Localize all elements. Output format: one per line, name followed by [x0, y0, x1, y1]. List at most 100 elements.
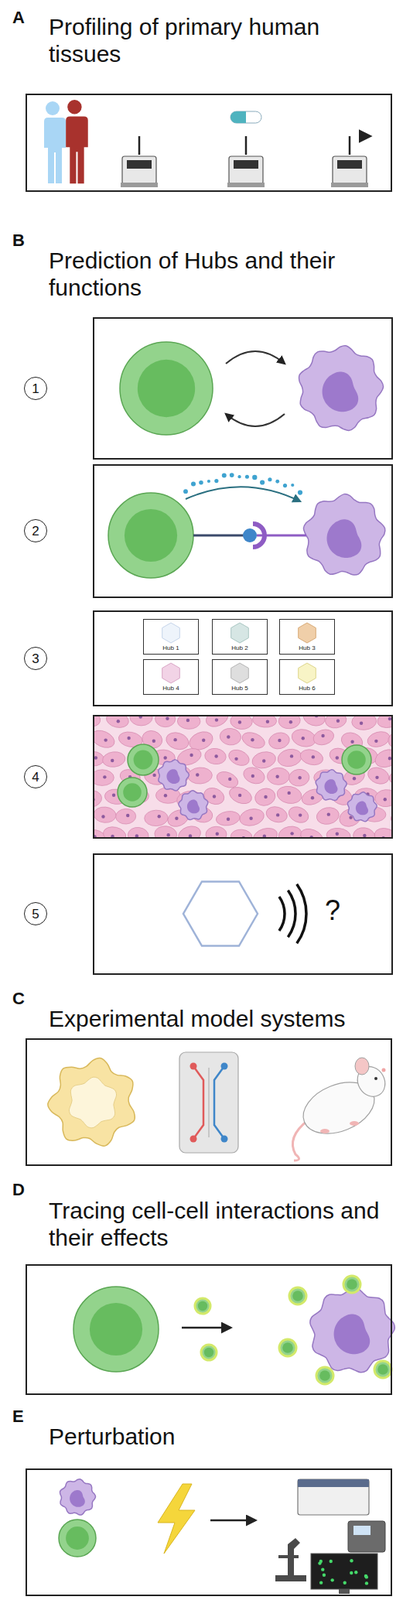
question-mark: ?: [324, 894, 341, 926]
tissue-nucleus: [188, 833, 192, 837]
panel-frame: [25, 93, 393, 192]
tissue-cell: [287, 768, 311, 788]
imaging-spot: [349, 1570, 353, 1575]
green-cell: [289, 1287, 307, 1305]
tissue-nucleus: [310, 835, 314, 837]
cell-nucleus: [327, 519, 362, 558]
tissue-nucleus: [320, 734, 325, 738]
step-number: 3: [23, 646, 48, 670]
mouse-ear: [355, 1057, 369, 1075]
tissue-cell: [204, 747, 228, 765]
tissue-nucleus: [262, 834, 267, 837]
tissue-nucleus: [94, 797, 96, 801]
tissue-nucleus: [152, 773, 156, 777]
tissue-cell: [229, 716, 253, 731]
green-cell: [58, 1519, 96, 1557]
cell-nucleus: [187, 799, 200, 814]
tissue-nucleus: [214, 754, 218, 758]
tissue-nucleus: [186, 718, 190, 722]
panel-title: Perturbation: [48, 1423, 393, 1451]
step-number: 1: [23, 376, 48, 400]
mouse-tail: [292, 1120, 308, 1161]
hub-label: Hub 1: [162, 645, 179, 652]
tissue-cell: [102, 750, 127, 769]
sequencer: [297, 1478, 369, 1515]
hub-hexagon: [231, 622, 250, 643]
cell-nucleus: [324, 778, 338, 794]
tissue-nucleus: [250, 737, 254, 741]
cell-nucleus: [122, 782, 142, 802]
tissue-nucleus: [195, 772, 199, 776]
tissue-cell: [203, 716, 231, 730]
secreted-factor: [191, 481, 196, 486]
tissue-nucleus: [226, 734, 230, 738]
secreted-factor: [275, 479, 280, 484]
secreted-factor: [229, 472, 235, 478]
timepoint-tick: [245, 136, 248, 155]
cell-nucleus: [334, 1313, 371, 1354]
tissue-nucleus: [297, 775, 301, 779]
sequencer: [228, 156, 263, 185]
tissue-cell: [325, 826, 352, 837]
interaction-arrow: [225, 413, 285, 427]
tissue-cell: [300, 716, 327, 728]
tissue-cell: [176, 822, 203, 837]
tissue-nucleus: [157, 814, 161, 818]
tissue-cell: [375, 716, 392, 730]
mouse-foot: [320, 1128, 330, 1134]
step-label: 5: [31, 907, 39, 921]
sequencer-screen: [233, 160, 259, 169]
step-number: 5: [23, 901, 48, 926]
imaging-spot: [319, 1580, 323, 1584]
secreted-factor: [267, 477, 272, 482]
tissue-cell: [101, 824, 127, 837]
hub-hexagon: [298, 662, 317, 683]
panel-frame: [93, 464, 393, 598]
tissue: [94, 716, 392, 837]
tissue-nucleus: [215, 832, 219, 836]
signal-wave: [297, 884, 307, 944]
sequencer: [332, 156, 367, 185]
tissue-nucleus: [126, 736, 130, 740]
signal-wave: [287, 890, 296, 937]
cell-nucleus: [65, 1526, 89, 1550]
cell-nucleus: [69, 1489, 86, 1507]
hub-hexagon: [298, 622, 317, 643]
tissue-nucleus: [228, 777, 232, 781]
tissue-cell: [324, 716, 348, 730]
tissue-nucleus: [383, 797, 387, 801]
sequencer-band: [297, 1478, 369, 1487]
secreted-factor: [290, 483, 294, 487]
tissue-cell: [241, 764, 267, 786]
cell-nucleus: [355, 801, 369, 816]
tissue-nucleus: [94, 755, 98, 759]
person-figure: [43, 101, 66, 184]
chip-channel: [214, 1065, 225, 1139]
tissue-cell: [266, 730, 291, 751]
cell-nucleus: [292, 1290, 304, 1301]
tissue-cell: [126, 826, 150, 837]
sequencer-screen: [337, 160, 362, 169]
tissue-nucleus: [311, 754, 315, 759]
chip-channel: [193, 1065, 204, 1139]
tissue-nucleus: [126, 813, 130, 817]
green-cell: [316, 1366, 334, 1384]
monitor: [310, 1553, 378, 1589]
chip-membrane: [208, 1067, 210, 1138]
cell-nucleus: [322, 371, 359, 412]
green-cell: [127, 744, 159, 776]
timepoint-tick: [348, 136, 352, 155]
hub-label: Hub 2: [231, 645, 248, 652]
macrophage: [303, 494, 385, 575]
tissue-nucleus: [388, 717, 392, 721]
tissue-nucleus: [215, 717, 219, 721]
sequencer-base: [331, 182, 369, 188]
tissue-nucleus: [102, 775, 106, 779]
tissue-nucleus: [388, 756, 392, 760]
tissue-nucleus: [135, 833, 139, 837]
tissue-nucleus: [163, 793, 168, 797]
tissue-cell: [372, 746, 392, 771]
step-number: 4: [23, 764, 48, 789]
imaging-spot: [330, 1577, 334, 1581]
person-figure: [64, 99, 89, 184]
